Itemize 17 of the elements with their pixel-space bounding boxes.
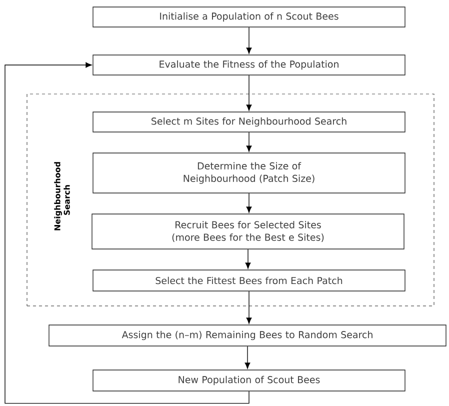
arrow	[246, 27, 252, 54]
arrow	[244, 346, 250, 369]
process-box: New Population of Scout Bees	[92, 370, 406, 392]
process-box: Select m Sites for Neighbourhood Search	[92, 112, 406, 132]
arrow	[246, 132, 252, 152]
arrow	[246, 290, 252, 324]
process-box: Recruit Bees for Selected Sites (more Bees for the Best e Sites)	[92, 214, 404, 250]
process-box: Evaluate the Fitness of the Population	[92, 54, 406, 76]
group-label: Neighbourhood Search	[54, 162, 70, 230]
arrow	[4, 62, 250, 404]
arrow	[246, 75, 252, 111]
arrow	[246, 193, 252, 213]
process-box: Determine the Size of Neighbourhood (Patch Size)	[92, 152, 406, 194]
process-box: Initialise a Population of n Scout Bees	[92, 6, 406, 28]
arrow	[245, 249, 251, 269]
process-box: Assign the (n–m) Remaining Bees to Random Search	[48, 324, 446, 346]
process-box: Select the Fittest Bees from Each Patch	[92, 270, 406, 292]
